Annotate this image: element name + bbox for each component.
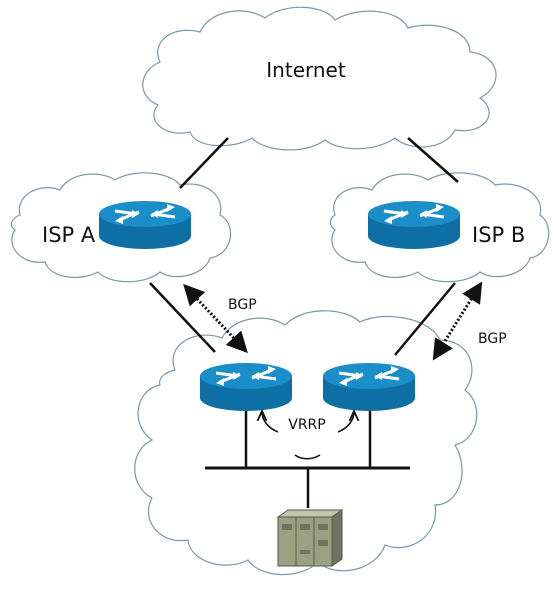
- router-icon: [97, 199, 193, 251]
- router-icon: [198, 361, 294, 413]
- link-internet-isp-b: [407, 137, 459, 183]
- bgp-left-label: BGP: [228, 297, 257, 313]
- vrrp-label: VRRP: [288, 417, 325, 433]
- link-internet-isp-a: [179, 137, 229, 189]
- router-icon: [366, 199, 462, 251]
- vrrp-arc-right: [337, 412, 354, 433]
- router-icon: [321, 361, 417, 413]
- server-rack-icon: [276, 509, 344, 567]
- internet-cloud: [142, 6, 497, 151]
- isp-a-label: ISP A: [42, 223, 96, 247]
- vrrp-arc-bottom: [294, 454, 321, 460]
- internet-label: Internet: [266, 58, 346, 82]
- bgp-right-label: BGP: [478, 331, 507, 347]
- vrrp-arc-left: [262, 412, 279, 433]
- isp-b-label: ISP B: [472, 223, 525, 247]
